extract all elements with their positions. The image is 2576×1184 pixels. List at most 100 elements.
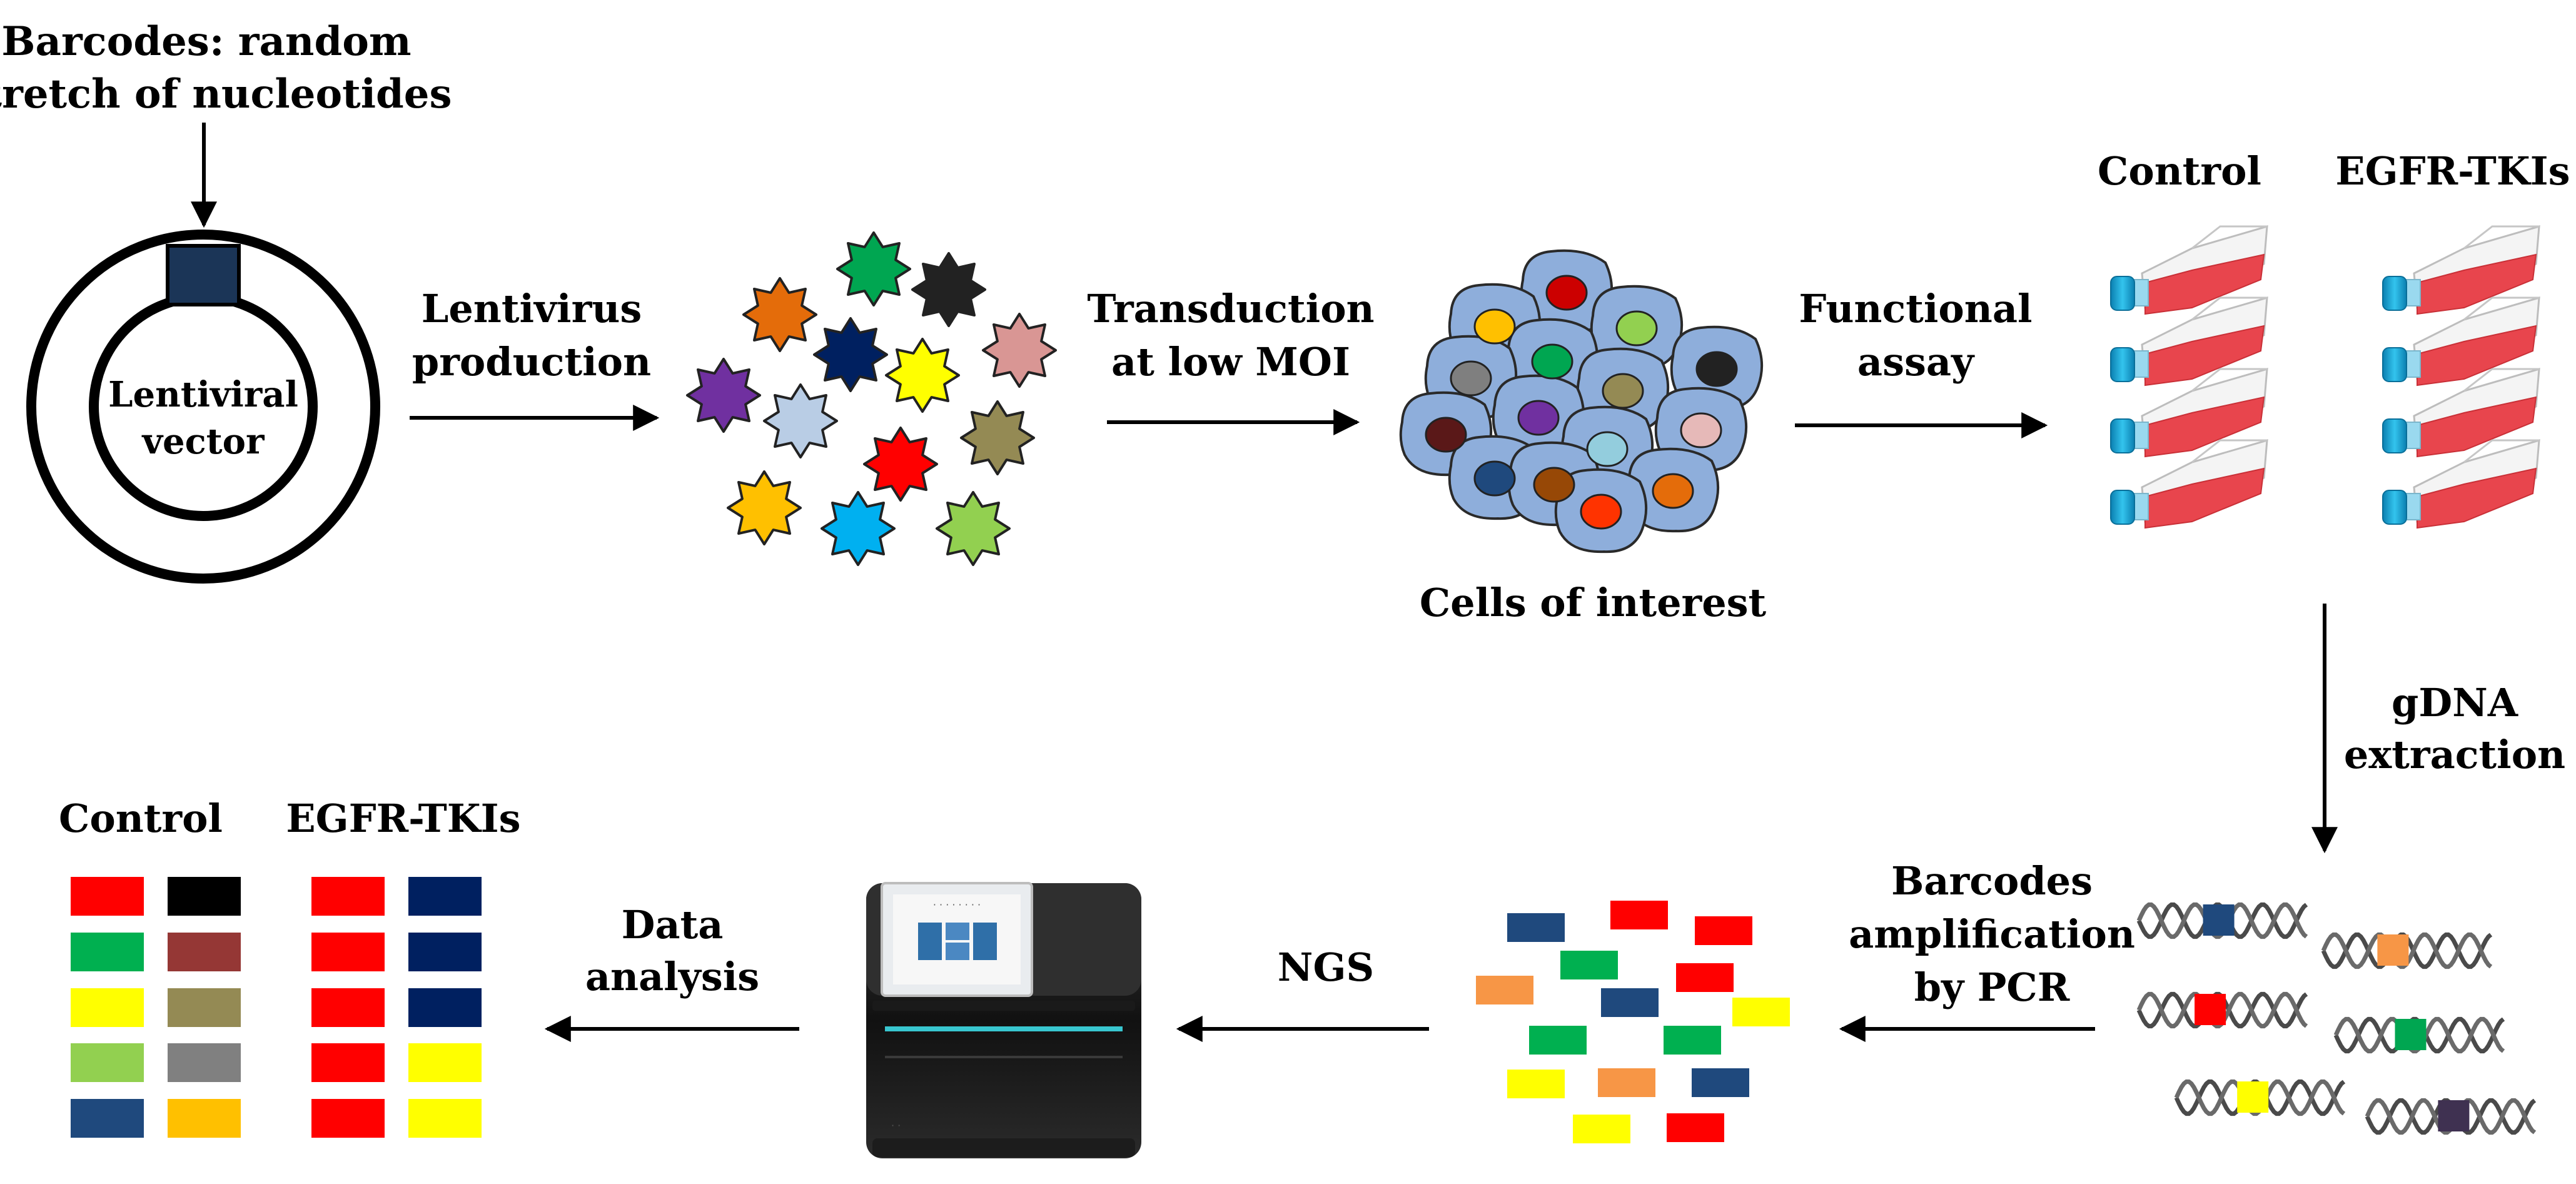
ngs-label: NGS: [1278, 944, 1374, 990]
barcode-cassette: [166, 244, 241, 306]
cell-nucleus: [1580, 493, 1622, 530]
culture-flask: [2110, 296, 2268, 387]
dna-helix: [2136, 991, 2308, 1029]
viral-particle-star: [863, 427, 938, 502]
svg-text:· ·: · ·: [891, 1120, 901, 1131]
flask-cap: [2110, 276, 2135, 311]
control-barcode-cell: [71, 933, 144, 971]
culture-flask: [2110, 367, 2268, 458]
pcr-fragment: [1507, 913, 1565, 942]
barcodes-label-line2: stretch of nucleotides: [0, 71, 452, 118]
amplification-label-line1: Barcodes: [1891, 858, 2093, 904]
culture-flask: [2382, 225, 2540, 315]
flask-cap: [2110, 490, 2135, 525]
cell-nucleus: [1425, 417, 1467, 453]
control-barcode-cell: [168, 877, 241, 916]
cell-nucleus: [1450, 360, 1492, 397]
dna-barcode-segment: [2237, 1081, 2269, 1113]
control-barcode-cell: [71, 877, 144, 916]
pcr-fragment: [1676, 963, 1734, 992]
cell-nucleus: [1695, 351, 1738, 387]
amplified-barcode-fragments: [1476, 901, 1790, 1143]
cells-of-interest-label: Cells of interest: [1420, 580, 1767, 625]
cell-nucleus: [1586, 431, 1629, 467]
pcr-fragment: [1560, 951, 1618, 979]
egfr-barcode-cell: [311, 988, 385, 1027]
pcr-fragment: [1529, 1026, 1587, 1055]
data-analysis-label-line2: analysis: [585, 954, 759, 999]
barcodes-label-line1: Barcodes: random: [1, 18, 411, 65]
dna-helix: [2333, 1016, 2505, 1054]
cell-nucleus: [1602, 373, 1644, 409]
control-flasks-header: Control: [2098, 148, 2261, 194]
pcr-fragment: [1692, 1068, 1749, 1097]
culture-flask: [2110, 225, 2268, 315]
screen-tile: [918, 923, 942, 960]
vector-label-line1: Lentiviral: [108, 374, 298, 415]
cells-of-interest-cluster: [1399, 249, 1764, 554]
egfr-barcode-cell: [408, 988, 482, 1027]
flask-cap: [2382, 276, 2407, 311]
viral-particle-star: [742, 277, 817, 352]
culture-flask: [2382, 296, 2540, 387]
pcr-fragment: [1476, 976, 1533, 1004]
flask-cap: [2382, 418, 2407, 453]
cell-nucleus: [1473, 460, 1516, 497]
culture-flask: [2382, 438, 2540, 529]
functional-label-line2: assay: [1857, 339, 1975, 385]
amplification-label-line3: by PCR: [1914, 964, 2070, 1010]
barcode-abundance-results: [71, 877, 482, 1138]
control-barcode-cell: [71, 1099, 144, 1138]
egfr-barcode-cell: [408, 1043, 482, 1082]
viral-particle-star: [936, 491, 1011, 566]
pcr-fragment: [1664, 1026, 1721, 1055]
pcr-fragment: [1573, 1115, 1630, 1143]
lentivirus-label-line1: Lentivirus: [422, 286, 642, 331]
viral-particle-star: [911, 252, 986, 327]
pcr-fragment: [1732, 998, 1790, 1026]
genomic-dna-with-barcodes: [2136, 902, 2537, 1135]
egfr-barcode-cell: [311, 1043, 385, 1082]
pcr-fragment: [1601, 988, 1659, 1017]
viral-particle-star: [813, 317, 888, 392]
control-barcode-cell: [168, 933, 241, 971]
egfr-barcode-cell: [311, 877, 385, 916]
flask-cap: [2110, 347, 2135, 382]
viral-particle-star: [836, 231, 911, 306]
viral-particle-star: [960, 400, 1035, 475]
egfr-barcode-cell: [311, 933, 385, 971]
viral-particle-star: [982, 313, 1057, 388]
culture-flasks: [2110, 225, 2540, 529]
egfr-barcode-cell: [311, 1099, 385, 1138]
sequencer-base: [872, 1138, 1135, 1157]
egfr-results-header: EGFR-TKIs: [286, 796, 520, 841]
culture-flask: [2382, 367, 2540, 458]
viral-particle-star: [686, 358, 761, 433]
flask-cap: [2382, 490, 2407, 525]
functional-label-line1: Functional: [1799, 286, 2032, 331]
viral-particle-star: [727, 470, 802, 545]
vector-label-line2: vector: [141, 421, 265, 462]
cell-nucleus: [1615, 310, 1658, 347]
egfr-flasks-header: EGFR-TKIs: [2335, 148, 2570, 194]
dna-barcode-segment: [2377, 934, 2409, 966]
cell-nucleus: [1517, 400, 1560, 436]
dna-barcode-segment: [2438, 1100, 2470, 1131]
cell-nucleus: [1652, 473, 1694, 509]
dna-helix: [2365, 1098, 2537, 1135]
viral-particle-star: [821, 491, 896, 566]
lentiviral-vector-plasmid: [26, 230, 380, 584]
control-barcode-cell: [168, 1099, 241, 1138]
cell-nucleus: [1533, 467, 1575, 503]
egfr-barcode-cell: [408, 877, 482, 916]
barcoded-lentiviral-particles: [686, 231, 1057, 566]
egfr-barcode-cell: [408, 1099, 482, 1138]
egfr-barcode-cell: [408, 933, 482, 971]
dna-barcode-segment: [2395, 1019, 2427, 1050]
cell-nucleus: [1473, 308, 1516, 345]
control-results-header: Control: [59, 796, 223, 841]
culture-flask: [2110, 438, 2268, 529]
control-barcode-cell: [168, 988, 241, 1027]
cell-nucleus: [1680, 412, 1722, 448]
